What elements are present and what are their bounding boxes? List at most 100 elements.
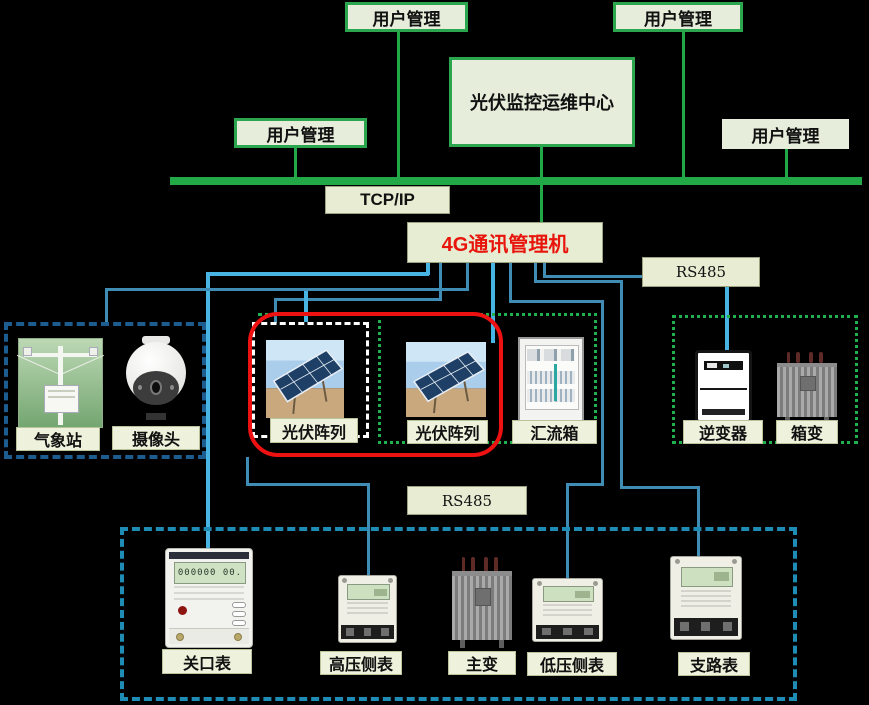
user-mgmt-box-3: 用户管理 (234, 118, 367, 148)
connector-drop-pv-array-1 (304, 291, 308, 322)
leg (785, 416, 791, 423)
label-text: 高压侧表 (328, 657, 393, 674)
user-mgmt-box-1: 用户管理 (345, 2, 468, 32)
connector-4g-branch-meter (697, 486, 700, 557)
meter-lcd: 000000 00. (173, 561, 247, 585)
connector-4g-gateway-meter (206, 272, 210, 549)
inverter-transformer-group-border (672, 315, 858, 444)
connector-segment (620, 486, 700, 489)
user-mgmt-label: 用户管理 (266, 125, 335, 145)
camera-lens (149, 379, 163, 395)
nameplate (799, 376, 817, 391)
connector-segment (509, 300, 604, 303)
label-text: 低压侧表 (539, 658, 604, 675)
breaker-row (527, 388, 575, 403)
connector-segment (246, 483, 370, 486)
label-text: 逆变器 (698, 426, 747, 443)
label-text: 汇流箱 (530, 426, 579, 443)
connector-segment (274, 298, 442, 301)
cooling-fins (777, 366, 837, 417)
camera-mount (142, 336, 170, 344)
lv-meter-label: 低压侧表 (527, 652, 617, 676)
inverter-label: 逆变器 (683, 420, 763, 444)
terminal-block (535, 624, 600, 639)
user-mgmt-label: 用户管理 (644, 9, 712, 29)
meter-text-rows (680, 589, 732, 608)
gateway-meter-label: 关口表 (162, 649, 252, 674)
nameplate (474, 587, 492, 607)
terminal-block (673, 617, 739, 636)
guy-wire (16, 355, 63, 377)
breaker-row (527, 370, 575, 384)
cooling-fins (452, 576, 512, 640)
station-cabinet (43, 384, 80, 414)
hv-meter-label: 高压侧表 (320, 651, 402, 675)
meter-buttons (232, 601, 246, 635)
ir-led (169, 384, 174, 390)
ethernet-bus-line (170, 177, 862, 185)
weather-camera-group-border (4, 322, 206, 459)
user-mgmt-box-2: 用户管理 (613, 2, 743, 32)
panel-seam (700, 387, 747, 390)
connector-4g-weather-group (105, 288, 108, 325)
monitoring-center-box: 光伏监控运维中心 (449, 57, 635, 147)
connector-center-4g (540, 147, 543, 223)
combiner-box-label: 汇流箱 (512, 420, 597, 444)
connector-segment (105, 288, 469, 291)
camera-base (146, 413, 166, 420)
leg (823, 416, 829, 423)
rs485-box-mid: RS485 (407, 486, 527, 515)
tcpip-label: TCP/IP (360, 190, 415, 209)
transformer-top (777, 362, 837, 368)
connector-user2-bus (682, 31, 685, 177)
transformer-top (452, 570, 512, 577)
label-text: 箱变 (790, 426, 823, 443)
box-transformer-label: 箱变 (776, 420, 838, 444)
pv-array-1-photo (266, 340, 344, 418)
meter-lcd (680, 566, 734, 587)
rs485-label: RS485 (441, 491, 493, 510)
label-text: 气象站 (33, 433, 82, 450)
user-mgmt-box-4: 用户管理 (722, 119, 849, 149)
label-text: 支路表 (689, 658, 738, 675)
meter-lcd (542, 586, 595, 603)
connector-segment (620, 280, 623, 489)
main-transformer-label: 主变 (448, 651, 516, 675)
connector-4g-pv-array-1 (274, 298, 277, 323)
connector-segment (601, 300, 604, 486)
leg (460, 639, 466, 648)
user-mgmt-label: 用户管理 (751, 126, 820, 146)
lcd-digits: 000000 00. (177, 568, 243, 579)
monitoring-center-label: 光伏监控运维中心 (470, 93, 614, 113)
gateway-meter-photo: 000000 00. (165, 548, 253, 648)
main-transformer-photo (452, 557, 512, 648)
meter-lcd (346, 583, 390, 601)
tcpip-label-box: TCP/IP (325, 186, 450, 214)
label-text: 光伏阵列 (281, 424, 346, 442)
label-text: 摄像头 (131, 432, 180, 449)
guy-wire (58, 355, 105, 377)
label-text: 主变 (465, 657, 498, 674)
meter-header-band (169, 551, 249, 559)
gateway-4g-box: 4G通讯管理机 (407, 222, 603, 263)
rs485-label: RS485 (675, 263, 727, 281)
terminal-block (341, 624, 394, 640)
pv-array-2-label: 光伏阵列 (407, 420, 488, 444)
connector-segment (426, 263, 430, 275)
user-mgmt-label: 用户管理 (372, 9, 441, 29)
lv-meter-photo (532, 578, 603, 642)
label-text: 光伏阵列 (415, 426, 480, 443)
pv-array-1-label: 光伏阵列 (270, 418, 358, 443)
sensor (23, 346, 33, 356)
metering-group-border (120, 527, 797, 701)
vent-strip (702, 409, 745, 416)
connector-segment (439, 263, 442, 301)
branch-meter-photo (670, 556, 742, 640)
connector-segment (207, 272, 429, 276)
relay-row (527, 348, 575, 361)
gateway-4g-label: 4G通讯管理机 (441, 234, 569, 256)
bushings (777, 352, 837, 364)
connector-4g-rs485 (543, 275, 642, 278)
box-transformer-photo (777, 352, 837, 423)
